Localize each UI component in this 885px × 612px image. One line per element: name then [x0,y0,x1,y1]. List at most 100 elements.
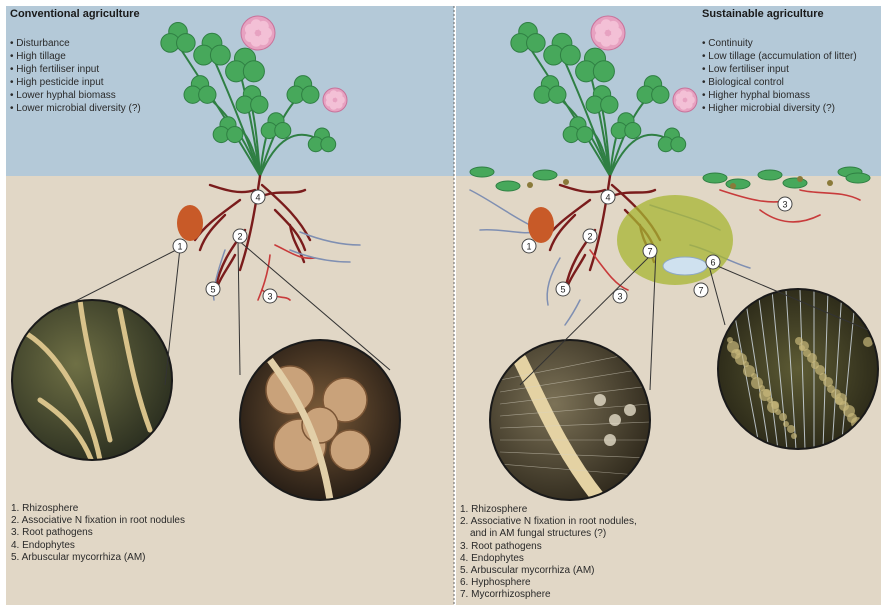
left-legend-item: 2. Associative N fixation in root nodule… [11,515,185,527]
right-legend-item: 5. Arbuscular mycorrhiza (AM) [460,565,637,577]
marker-label: 7 [647,247,652,257]
flower-floret [335,91,343,99]
clover-leaflet [593,61,614,82]
right-title: Sustainable agriculture [702,8,824,20]
callout-marker: 4 [601,190,615,204]
surface-litter [846,173,870,183]
left-bullet: Disturbance [10,37,141,50]
marker-label: 2 [587,232,592,242]
left-bullet: Lower hyphal biomass [10,89,141,102]
marker-label: 3 [267,292,272,302]
marker-label: 5 [210,285,215,295]
clover-flower [673,88,697,112]
left-bullet: Lower microbial diversity (?) [10,102,141,115]
micrograph-particle [779,413,787,421]
callout-marker: 7 [694,283,708,297]
right-legend-item: 3. Root pathogens [460,541,637,553]
micrograph-particle [743,365,755,377]
right-legend-item: 1. Rhizosphere [460,504,637,516]
callout-marker: 2 [233,229,247,243]
flower-floret [685,91,693,99]
left-bullet: High tillage [10,50,141,63]
left-legend-item: 5. Arbuscular mycorrhiza (AM) [11,552,185,564]
micrograph-spore [609,414,621,426]
callout-marker: 7 [643,244,657,258]
clover-leaflet [652,86,669,103]
left-legend-item: 4. Endophytes [11,540,185,552]
surface-litter [758,170,782,180]
litter-particle [730,183,736,189]
surface-litter [783,178,807,188]
micrograph-nodule [330,430,370,470]
callout-marker: 5 [206,282,220,296]
marker-label: 5 [560,285,565,295]
clover-leaflet [199,86,216,103]
callout-marker: 4 [251,190,265,204]
clover-leaflet [243,61,264,82]
surface-litter [496,181,520,191]
surface-litter [533,170,557,180]
micrograph-particle [811,361,819,369]
micrograph-particle [835,397,843,405]
marker-label: 2 [237,232,242,242]
rhizosphere-patch [177,205,203,241]
marker-label: 1 [177,242,182,252]
callout-marker: 3 [778,197,792,211]
left-legend-item: 3. Root pathogens [11,527,185,539]
left-bullet: High fertiliser input [10,63,141,76]
clover-leaflet [625,122,641,138]
left-legend-item: 1. Rhizosphere [11,503,185,515]
micrograph-particle [819,373,827,381]
micrograph-spore [624,404,636,416]
callout-marker: 1 [173,239,187,253]
callout-marker: 5 [556,282,570,296]
marker-label: 1 [526,242,531,252]
right-bullet: Continuity [702,37,857,50]
micrograph-spore [604,434,616,446]
clover-leaflet [549,86,566,103]
micrograph-particle [783,421,789,427]
micrograph-particle [847,413,857,423]
micrograph-particle [799,345,805,351]
clover-leaflet [275,122,291,138]
callout-marker: 3 [613,289,627,303]
clover-flower [323,88,347,112]
clover-leaflet [671,137,686,152]
rhizosphere-patch [528,207,554,243]
clover-leaflet [227,126,243,142]
right-legend: 1. Rhizosphere 2. Associative N fixation… [460,504,637,602]
clover-leaflet [251,96,268,113]
clover-leaflet [527,34,546,53]
micrograph-particle [827,385,835,393]
clover-flower [591,16,625,50]
left-bullet-list: Disturbance High tillage High fertiliser… [10,37,141,115]
clover-leaflet [177,34,196,53]
surface-litter [726,179,750,189]
micrograph-spore [594,394,606,406]
surface-litter [470,167,494,177]
right-bullet: Low fertiliser input [702,63,857,76]
callout-marker: 6 [706,255,720,269]
marker-label: 7 [698,286,703,296]
micrograph-particle [751,377,763,389]
right-legend-item: 7. Mycorrhizosphere [460,589,637,601]
clover-leaflet [601,96,618,113]
clover-leaflet [321,137,336,152]
litter-particle [797,176,803,182]
marker-label: 4 [605,193,610,203]
callout-marker: 1 [522,239,536,253]
right-legend-item: 4. Endophytes [460,553,637,565]
right-bullet: Higher hyphal biomass [702,89,857,102]
marker-label: 4 [255,193,260,203]
flower-floret [608,21,619,32]
micrograph-particle [795,337,803,345]
clover-leaflet [577,126,593,142]
right-legend-item: 6. Hyphosphere [460,577,637,589]
litter-particle [527,182,533,188]
micrograph-particle [759,389,771,401]
clover-flower [241,16,275,50]
marker-label: 6 [710,258,715,268]
clover-leaflet [302,86,319,103]
micrograph-particle [787,425,795,433]
